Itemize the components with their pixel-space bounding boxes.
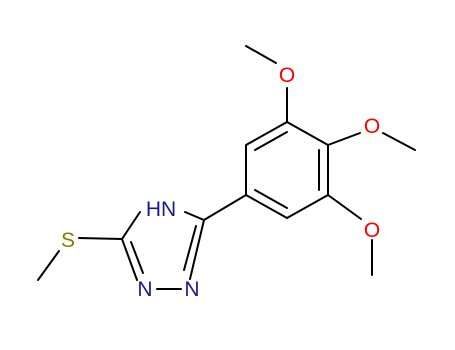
oxygen-label-bottom: O: [364, 219, 380, 242]
nitrogen-label-n2: N: [137, 278, 152, 301]
sulfur-label: S: [61, 229, 75, 252]
bond-c5-n4: [184, 211, 205, 221]
nitrogen-label-n1: N: [184, 278, 199, 301]
bond-o-mid-ring: [327, 132, 361, 146]
bond-c3-n2-inner: [130, 241, 144, 274]
bond-ring-e: [245, 194, 288, 219]
bond-o-mid-methyl: [382, 132, 416, 151]
nh-label: HN: [146, 198, 176, 221]
oxygen-label-middle: O: [364, 115, 380, 138]
bond-s-methyl: [37, 250, 60, 281]
bond-ring-a: [245, 121, 288, 146]
bond-ring-d: [286, 194, 329, 219]
bond-ring-a-inner: [254, 131, 288, 151]
bond-c3-s: [78, 237, 123, 240]
bond-n1-c5: [189, 219, 205, 280]
bond-ring-b: [286, 121, 329, 146]
bond-n4-c3: [121, 211, 141, 240]
bond-n1-c5-inner: [183, 225, 197, 271]
bond-lines: [37, 45, 416, 290]
bond-ring-triazole: [203, 194, 247, 221]
bond-ring-e-inner: [254, 189, 288, 209]
oxygen-label-top: O: [279, 64, 295, 87]
atom-labels: O O O S HN N N: [61, 64, 380, 301]
bond-o-top-methyl: [245, 45, 277, 64]
bond-o-bottom-ring: [327, 194, 362, 220]
bond-c3-n2: [121, 238, 138, 281]
